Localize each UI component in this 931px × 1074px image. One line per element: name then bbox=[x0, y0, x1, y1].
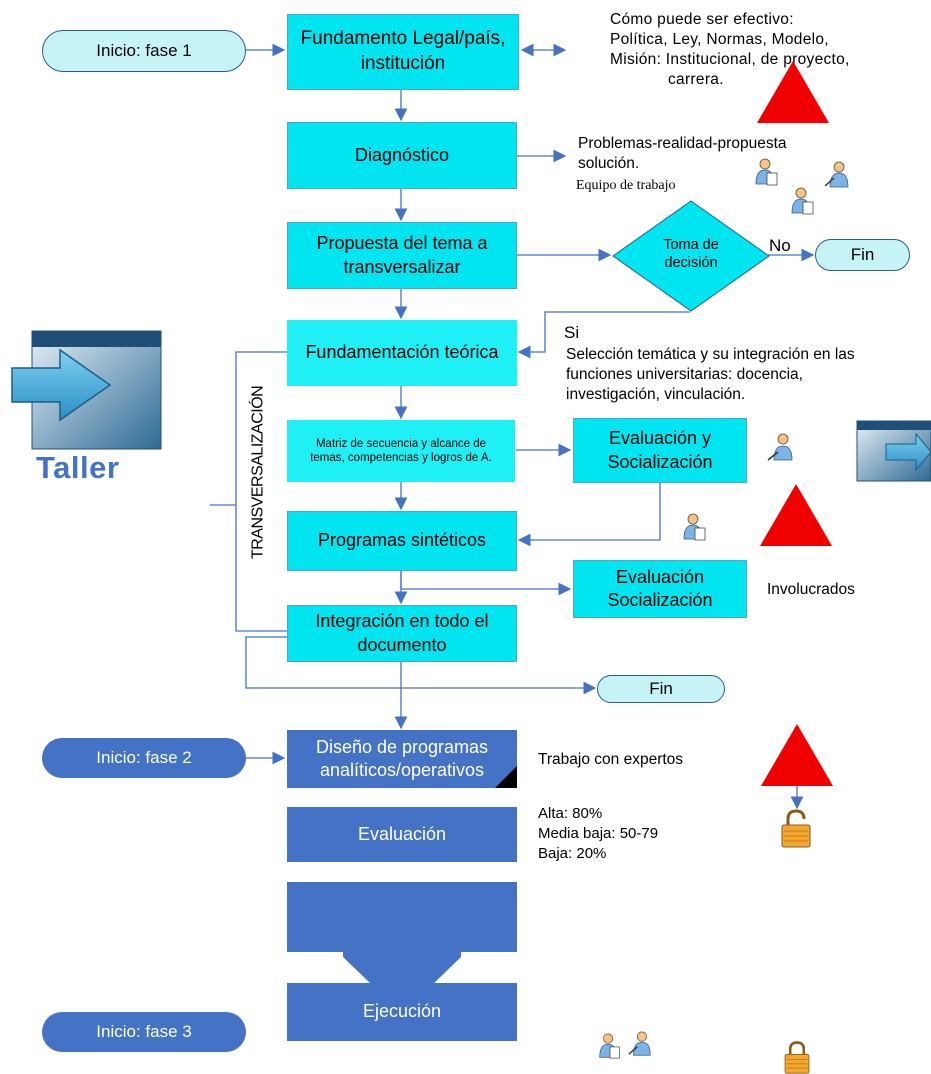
step-diagnostico[interactable]: Diagnóstico bbox=[287, 122, 517, 189]
step-evaluacion-label: Evaluación bbox=[357, 823, 447, 844]
level-baja: Baja: 20% bbox=[538, 845, 607, 862]
end-fin-2-label: Fin bbox=[649, 679, 673, 698]
note-efectivo: Cómo puede ser efectivo: Política, Ley, … bbox=[610, 10, 850, 90]
start-phase-1-label: Inicio: fase 1 bbox=[96, 41, 192, 60]
involucrados-label: Involucrados bbox=[767, 581, 855, 598]
person-icon bbox=[824, 161, 849, 188]
step-integracion-documento[interactable]: Integración en todo el documento bbox=[287, 605, 517, 662]
note-problemas-line: solución. bbox=[578, 155, 640, 172]
step-ejecucion-label: Ejecución bbox=[362, 1001, 442, 1022]
step-matriz-secuencia[interactable]: Matriz de secuencia y alcance de temas, … bbox=[287, 420, 515, 482]
step-fundamentacion-teorica-label: Fundamentación teórica bbox=[305, 342, 499, 363]
evaluation-levels: Alta: 80% Media baja: 50-79 Baja: 20% bbox=[538, 804, 658, 864]
warning-triangle-icon bbox=[761, 724, 833, 786]
arrow-programas-to-evaluacion2 bbox=[400, 571, 572, 596]
no-label: No bbox=[769, 236, 791, 255]
warning-triangle-icon bbox=[760, 484, 832, 546]
note-seleccion: Selección temática y su integración en l… bbox=[566, 345, 855, 405]
step-fundamento-legal[interactable]: Fundamento Legal/país, institución bbox=[287, 14, 519, 90]
note-seleccion-line: investigación, vinculación. bbox=[566, 386, 746, 403]
step-evaluacion-socializacion-2[interactable]: Evaluación Socialización bbox=[573, 560, 747, 618]
note-expertos: Trabajo con expertos bbox=[538, 751, 684, 768]
step-evaluacion-socializacion-label: Evaluación y Socialización bbox=[607, 428, 713, 472]
start-phase-2[interactable]: Inicio: fase 2 bbox=[42, 738, 246, 778]
step-evaluacion-socializacion[interactable]: Evaluación y Socialización bbox=[573, 418, 747, 483]
note-efectivo-line: Política, Ley, Normas, Modelo, bbox=[610, 31, 829, 48]
end-fin-2[interactable]: Fin bbox=[597, 675, 725, 703]
arrow-integracion-to-fin bbox=[400, 662, 597, 695]
step-ejecucion[interactable]: Ejecución bbox=[287, 983, 517, 1041]
transversal-bracket bbox=[235, 351, 287, 632]
users-icon bbox=[599, 1033, 620, 1059]
note-seleccion-line: funciones universitarias: docencia, bbox=[566, 366, 803, 383]
window-arrow-icon bbox=[11, 330, 162, 450]
lock-icon bbox=[784, 1041, 810, 1074]
step-fundamentacion-teorica[interactable]: Fundamentación teórica bbox=[287, 320, 517, 386]
taller-label: Taller bbox=[36, 450, 120, 485]
start-phase-1[interactable]: Inicio: fase 1 bbox=[42, 30, 246, 72]
arrow-evaluacion-to-programas bbox=[517, 483, 661, 547]
step-matriz-secuencia-label: Matriz de secuencia y alcance de temas, … bbox=[310, 438, 492, 464]
start-phase-3[interactable]: Inicio: fase 3 bbox=[42, 1012, 246, 1052]
start-phase-2-label: Inicio: fase 2 bbox=[96, 748, 192, 767]
step-integracion-documento-label: Integración en todo el documento bbox=[315, 611, 489, 655]
person-icon bbox=[767, 433, 793, 461]
arrow-decision-si bbox=[517, 311, 690, 359]
note-efectivo-line: Cómo puede ser efectivo: bbox=[610, 11, 794, 28]
lock-icon bbox=[781, 809, 811, 848]
note-equipo: Equipo de trabajo bbox=[576, 178, 676, 193]
step-programas-sinteticos-label: Programas sintéticos bbox=[317, 530, 487, 551]
step-fundamento-legal-label: Fundamento Legal/país, institución bbox=[300, 28, 506, 74]
start-phase-3-label: Inicio: fase 3 bbox=[96, 1022, 192, 1041]
step-propuesta-tema[interactable]: Propuesta del tema a transversalizar bbox=[287, 222, 517, 289]
warning-triangle-icon bbox=[757, 61, 829, 123]
step-evaluacion[interactable]: Evaluación bbox=[287, 807, 517, 862]
step-diseno-programas-label: Diseño de programas analíticos/operativo… bbox=[315, 736, 489, 780]
note-problemas: Problemas-realidad-propuesta solución. bbox=[578, 134, 787, 174]
users-icon bbox=[755, 158, 778, 186]
note-problemas-line: Problemas-realidad-propuesta bbox=[578, 135, 787, 152]
users-icon bbox=[791, 187, 814, 215]
decision-diamond[interactable] bbox=[612, 200, 770, 312]
step-diseno-programas[interactable]: Diseño de programas analíticos/operativo… bbox=[287, 730, 517, 788]
end-fin-1-label: Fin bbox=[850, 245, 875, 264]
level-alta: Alta: 80% bbox=[538, 805, 603, 822]
step-programas-sinteticos[interactable]: Programas sintéticos bbox=[287, 511, 517, 571]
person-icon bbox=[628, 1031, 651, 1056]
window-arrow-icon bbox=[856, 420, 931, 482]
transversalizacion-label: TRANSVERSALIZACIÓN bbox=[249, 385, 267, 560]
users-icon bbox=[683, 513, 706, 541]
decision-label: Toma de decisión bbox=[663, 237, 719, 271]
arrow-to-phase2 bbox=[245, 636, 408, 730]
step-diagnostico-label: Diagnóstico bbox=[354, 144, 450, 165]
corner-fold bbox=[495, 766, 517, 788]
end-fin-1[interactable]: Fin bbox=[815, 239, 910, 271]
step-propuesta-tema-label: Propuesta del tema a transversalizar bbox=[316, 233, 488, 277]
note-seleccion-line: Selección temática y su integración en l… bbox=[566, 346, 855, 363]
si-label: Si bbox=[564, 323, 580, 342]
step-evaluacion-socializacion-2-label: Evaluación Socialización bbox=[607, 566, 713, 610]
note-efectivo-line: carrera. bbox=[668, 71, 724, 88]
level-media-baja: Media baja: 50-79 bbox=[538, 825, 659, 842]
